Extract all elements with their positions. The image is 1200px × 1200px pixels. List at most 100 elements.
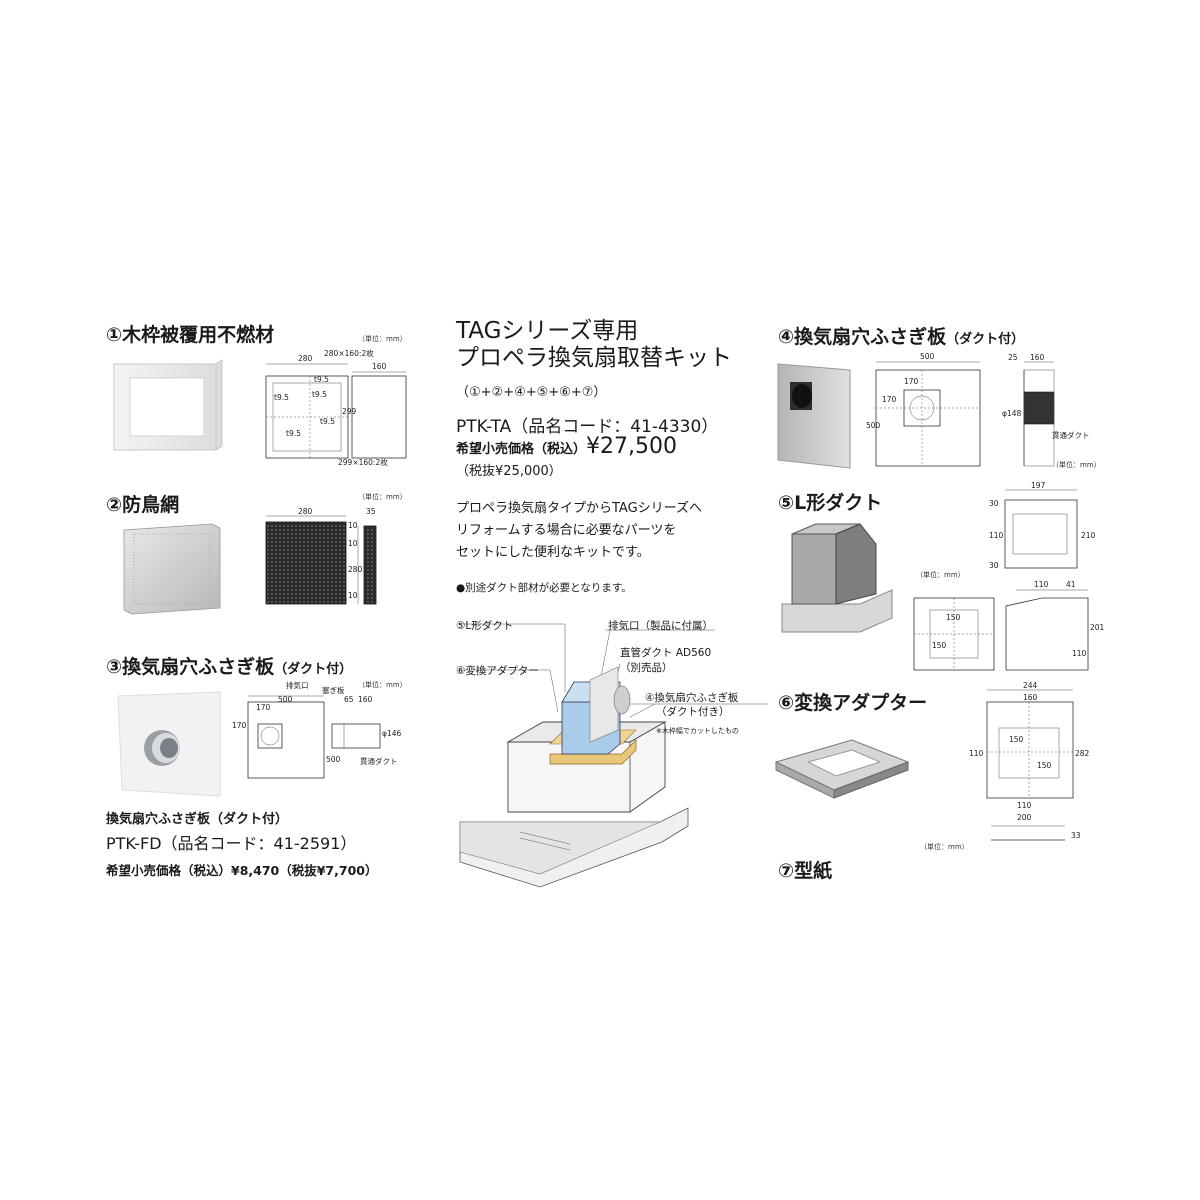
dim-t95-4: t9.5 bbox=[286, 429, 301, 438]
fd-model: PTK-FD（品名コード：41-2591） bbox=[106, 834, 357, 853]
dim-10-b: 10 bbox=[348, 539, 358, 548]
cover-plate-4-photo bbox=[776, 360, 852, 470]
diag-label-cut-note: ※木枠幅でカットしたもの bbox=[656, 727, 739, 735]
dim-210: 210 bbox=[1081, 531, 1096, 540]
dim-110-a: 110 bbox=[989, 531, 1004, 540]
dim-65: 65 bbox=[344, 695, 354, 704]
kit-desc-1: プロペラ換気扇タイプからTAGシリーズへ bbox=[456, 501, 703, 516]
dim-201: 201 bbox=[1090, 623, 1105, 632]
dim-110-h: 110 bbox=[969, 749, 984, 758]
dim-10-a: 10 bbox=[348, 521, 358, 530]
diag-label-exhaust: 排気口（製品に付属） bbox=[608, 620, 713, 632]
dim-500-h: 500 bbox=[866, 421, 881, 430]
diag-label-l-duct: ⑤L形ダクト bbox=[456, 620, 514, 632]
section-7-title: ⑦型紙 bbox=[778, 860, 833, 882]
cover-plate-4-side: 25 160 φ148 貫通ダクト bbox=[1000, 350, 1100, 468]
section-2-title: ②防鳥網 bbox=[106, 494, 180, 516]
cover-plate-photo bbox=[114, 690, 224, 798]
dim-t95-3: t9.5 bbox=[320, 417, 335, 426]
dim-197: 197 bbox=[1031, 481, 1046, 490]
dim-110-w: 110 bbox=[1017, 801, 1032, 810]
section-4-title: ④換気扇穴ふさぎ板（ダクト付） bbox=[778, 322, 1024, 349]
dim-160: 160 bbox=[372, 362, 387, 371]
kit-price-ex: （税抜¥25,000） bbox=[456, 464, 562, 479]
dim-500-w: 500 bbox=[278, 695, 293, 704]
section-6-unit: （単位：mm） bbox=[920, 843, 969, 851]
dim-160: 160 bbox=[358, 695, 373, 704]
dim-33: 33 bbox=[1071, 831, 1081, 840]
section-4-title-main: ④換気扇穴ふさぎ板 bbox=[778, 326, 947, 348]
fd-product-label: 換気扇穴ふさぎ板（ダクト付） bbox=[106, 812, 289, 827]
assembly-diagram bbox=[450, 612, 770, 892]
section-2-unit: （単位：mm） bbox=[358, 493, 407, 501]
dim-500-h: 500 bbox=[326, 755, 341, 764]
dim-41: 41 bbox=[1066, 580, 1076, 589]
dim-280x160: 280×160:2枚 bbox=[324, 348, 374, 358]
bird-net-photo bbox=[120, 520, 225, 615]
dim-170-w: 170 bbox=[904, 377, 919, 386]
section-3-title: ③換気扇穴ふさぎ板（ダクト付） bbox=[106, 652, 352, 679]
kit-price-value: ¥27,500 bbox=[586, 434, 677, 459]
kit-desc-2: リフォームする場合に必要なパーツを bbox=[456, 523, 677, 538]
section-6-title: ⑥変換アダプター bbox=[778, 692, 928, 714]
diag-label-cover-plate: ④換気扇穴ふさぎ板 bbox=[645, 692, 739, 704]
dim-exhaust: 排気口 bbox=[286, 680, 309, 690]
dim-299x160: 299×160:2枚 bbox=[338, 457, 388, 467]
section-3-unit: （単位：mm） bbox=[358, 681, 407, 689]
dim-duct: 貫通ダクト bbox=[1052, 430, 1090, 440]
kit-desc-3: セットにした便利なキットです。 bbox=[456, 545, 650, 560]
kit-title-line2: プロペラ換気扇取替キット bbox=[456, 345, 732, 371]
dim-280-w: 280 bbox=[298, 507, 313, 516]
kit-parts: （①+②+④+⑤+⑥+⑦） bbox=[456, 385, 607, 400]
kit-model: PTK-TA（品名コード：41-4330） bbox=[456, 417, 719, 437]
dim-t95-5: t9.5 bbox=[314, 375, 329, 384]
diag-label-straight-duct: 直管ダクト AD560 bbox=[620, 647, 712, 659]
dim-25: 25 bbox=[1008, 353, 1018, 362]
dim-duct: 貫通ダクト bbox=[360, 756, 398, 766]
dim-150-h: 150 bbox=[932, 641, 947, 650]
dim-cover: 塞ぎ板 bbox=[322, 685, 345, 695]
dim-110-w: 110 bbox=[1034, 580, 1049, 589]
section-3-title-sub: （ダクト付） bbox=[274, 662, 353, 677]
kit-title-line1: TAGシリーズ専用 bbox=[456, 318, 639, 344]
diag-label-with-duct: （ダクト付き） bbox=[656, 706, 730, 718]
dim-30-a: 30 bbox=[989, 499, 999, 508]
section-5-unit: （単位：mm） bbox=[916, 571, 965, 579]
dim-282: 282 bbox=[1075, 749, 1090, 758]
dim-30-b: 30 bbox=[989, 561, 999, 570]
l-duct-drawing-plan-side: 110 41 150 150 110 201 bbox=[906, 576, 1105, 676]
dim-280-h: 280 bbox=[348, 565, 363, 574]
noncombustible-board-drawing: 280 280×160:2枚 160 t9.5 t9.5 t9.5 t9.5 t… bbox=[262, 340, 412, 467]
dim-phi146: φ146 bbox=[382, 729, 401, 738]
dim-phi148: φ148 bbox=[1002, 409, 1021, 418]
l-duct-drawing-front: 197 30 110 30 210 bbox=[985, 478, 1096, 588]
cover-plate-4-front: 500 170 170 500 bbox=[864, 350, 984, 470]
dim-150-h: 150 bbox=[1037, 761, 1052, 770]
l-duct-photo bbox=[776, 520, 896, 633]
dim-170-h: 170 bbox=[882, 395, 897, 404]
dim-110-h: 110 bbox=[1072, 649, 1087, 658]
dim-244: 244 bbox=[1023, 681, 1038, 690]
bird-net-drawing: 280 35 10 10 280 10 bbox=[262, 504, 407, 614]
dim-10-c: 10 bbox=[348, 591, 358, 600]
diag-label-separate: （別売品） bbox=[620, 662, 673, 674]
adapter-photo bbox=[772, 732, 912, 802]
section-4-unit: （単位：mm） bbox=[1052, 461, 1101, 469]
kit-price-label: 希望小売価格（税込） bbox=[456, 442, 587, 457]
dim-170-w: 170 bbox=[256, 703, 271, 712]
dim-t95-1: t9.5 bbox=[274, 393, 289, 402]
section-1-unit: （単位：mm） bbox=[358, 335, 407, 343]
cover-plate-drawing: 排気口 塞ぎ板 500 170 65 160 170 500 φ146 貫通ダク… bbox=[228, 680, 418, 789]
section-1-title: ①木枠被覆用不燃材 bbox=[106, 324, 275, 346]
dim-150-w: 150 bbox=[1009, 735, 1024, 744]
dim-160: 160 bbox=[1023, 693, 1038, 702]
dim-200: 200 bbox=[1017, 813, 1032, 822]
dim-280: 280 bbox=[298, 354, 313, 363]
diag-label-adapter: ⑥変換アダプター bbox=[456, 665, 539, 677]
dim-299: 299 bbox=[342, 407, 357, 416]
dim-170-h: 170 bbox=[232, 721, 247, 730]
dim-160: 160 bbox=[1030, 353, 1045, 362]
noncombustible-board-photo bbox=[108, 352, 228, 452]
kit-price: 希望小売価格（税込）¥27,500 bbox=[456, 434, 677, 459]
section-4-title-sub: （ダクト付） bbox=[946, 332, 1025, 347]
